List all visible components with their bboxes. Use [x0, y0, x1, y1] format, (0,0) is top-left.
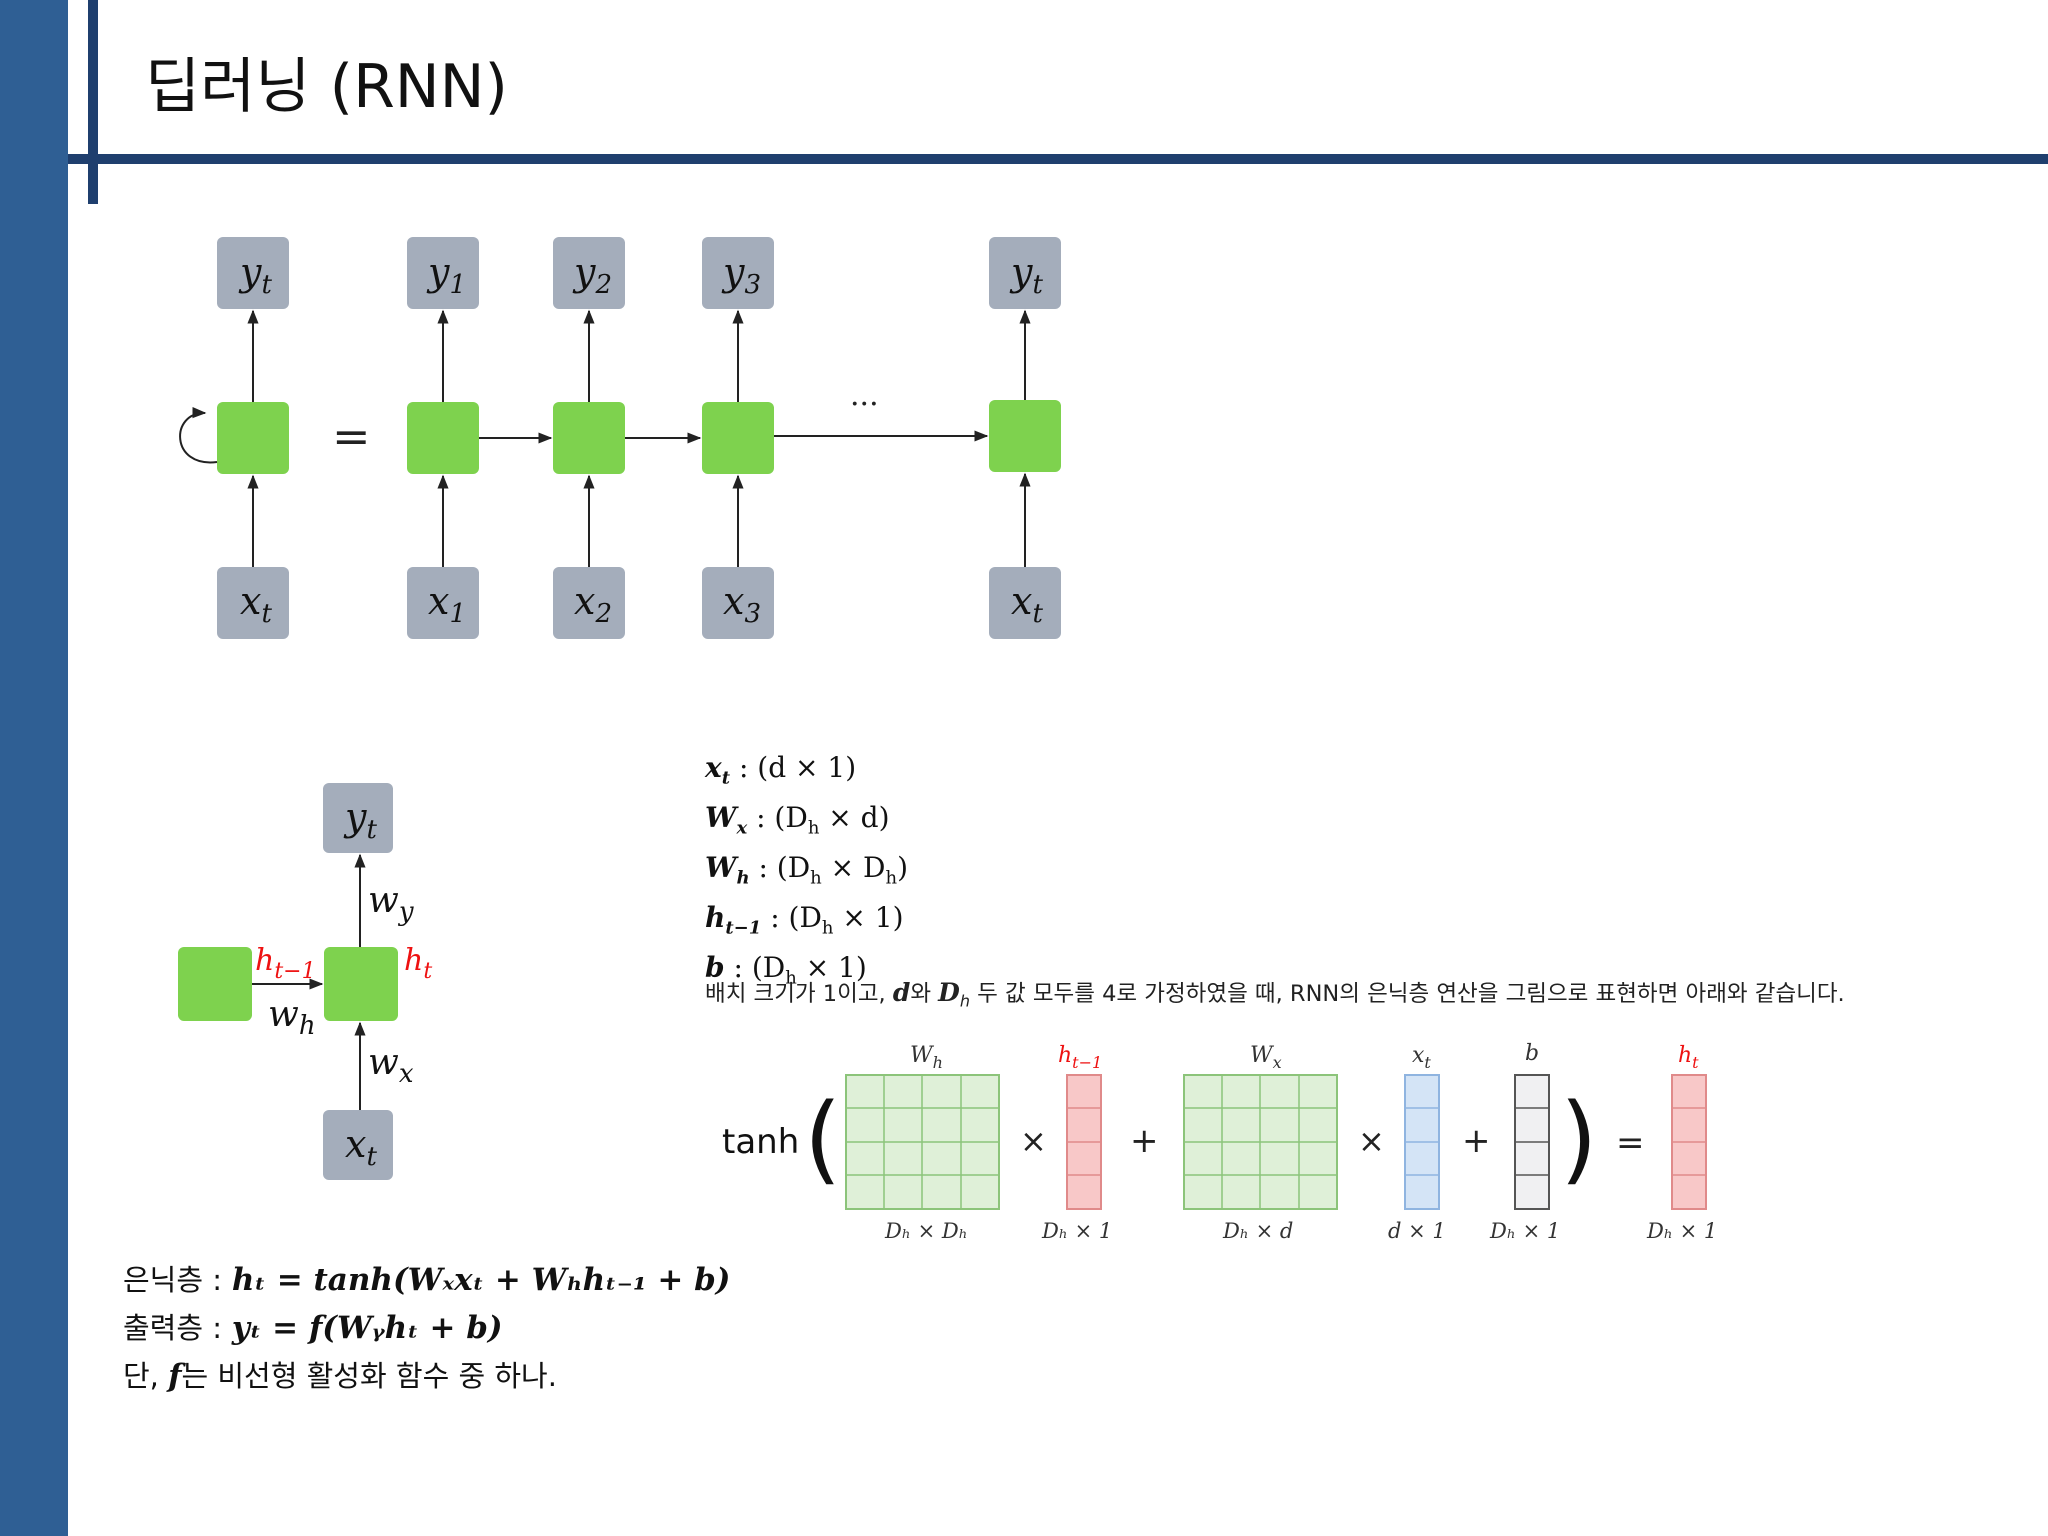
b-label: b [1525, 1041, 1539, 1066]
folded-output-box [217, 237, 289, 309]
def-wx: Wx : (Dh × d) [705, 801, 890, 839]
plus-1: + [1130, 1121, 1159, 1161]
input-box-t [989, 567, 1061, 639]
input-box-3 [702, 567, 774, 639]
output-box-t [989, 237, 1061, 309]
equals-matrix: = [1616, 1123, 1645, 1163]
left-paren: ( [804, 1083, 841, 1195]
recurrent-loop-arrow [179, 407, 218, 464]
plus-2: + [1462, 1121, 1491, 1161]
output-label-2: y2 [572, 250, 612, 300]
def-wh: Wh : (Dh × Dh) [705, 851, 909, 889]
output-box-2 [553, 237, 625, 309]
rnn-equations: 은닉층 : hₜ = tanh(Wₓxₜ + Wₕhₜ₋₁ + b) 출력층 :… [123, 1256, 730, 1400]
wh-label: Wh [910, 1043, 943, 1072]
def-b: b : (Dh × 1) [705, 951, 867, 989]
assumption-note: 배치 크기가 1이고, d와 Dh 두 값 모두를 4로 가정하였을 때, RN… [705, 978, 1845, 1011]
tanh-label: tanh [722, 1122, 799, 1162]
wh-dim: Dₕ × Dₕ [884, 1219, 968, 1243]
cell-3 [702, 402, 774, 474]
cell-2 [553, 402, 625, 474]
folded-input-label: xt [240, 579, 272, 629]
cell-t [989, 400, 1061, 472]
input-box-1 [407, 567, 479, 639]
weight-wy-label: wy [368, 880, 414, 927]
cell-output-label: yt [343, 795, 377, 845]
cell-input-box [323, 1110, 393, 1180]
cell-output-box [323, 783, 393, 853]
folded-output-label: yt [238, 250, 272, 300]
matrix-operation-diagram: tanh ( Wh Dₕ × Dₕ × ht−1 Dₕ × 1 + Wx Dₕ … [722, 1041, 1717, 1243]
unrolled-sequence: y1 y2 y3 yt x1 x2 x3 xt ··· [407, 237, 1061, 639]
input-box-2 [553, 567, 625, 639]
output-box-3 [702, 237, 774, 309]
current-cell [324, 947, 398, 1021]
wx-label: Wx [1250, 1043, 1282, 1072]
b-dim: Dₕ × 1 [1489, 1219, 1560, 1243]
h-current-label: ht [404, 943, 432, 984]
hidden-layer-equation: 은닉층 : hₜ = tanh(Wₓxₜ + Wₕhₜ₋₁ + b) [123, 1262, 731, 1298]
rnn-cell-diagram: yt xt wy wh wx ht−1 ht [178, 783, 432, 1180]
h-prev-label: ht−1 [255, 943, 316, 984]
right-paren: ) [1560, 1083, 1597, 1195]
xt-label: xt [1412, 1043, 1431, 1072]
equals-sign: = [332, 409, 371, 463]
weight-wx-label: wx [368, 1042, 414, 1089]
output-label-t: yt [1009, 250, 1043, 300]
ht-label: ht [1678, 1043, 1699, 1072]
ellipsis: ··· [850, 387, 879, 422]
output-box-1 [407, 237, 479, 309]
activation-note: 단, f는 비선형 활성화 함수 중 하나. [123, 1358, 557, 1394]
page-title: 딥러닝 (RNN) [145, 52, 508, 122]
folded-input-box [217, 567, 289, 639]
h-prev-matrix-label: ht−1 [1058, 1043, 1102, 1072]
dimension-definitions: xt : (d × 1) Wx : (Dh × d) Wh : (Dh × Dh… [705, 748, 908, 998]
output-label-3: y3 [721, 250, 761, 300]
times-2: × [1358, 1122, 1385, 1160]
ht-dim: Dₕ × 1 [1646, 1219, 1717, 1243]
title-horizontal-rule [68, 154, 2048, 164]
def-hprev: ht−1 : (Dh × 1) [705, 901, 904, 939]
folded-cell [217, 402, 289, 474]
input-label-t: xt [1011, 579, 1043, 629]
times-1: × [1020, 1122, 1047, 1160]
def-xt: xt : (d × 1) [705, 751, 857, 789]
folded-rnn: yt xt [179, 237, 289, 639]
cell-input-label: xt [345, 1122, 377, 1172]
h-prev-dim: Dₕ × 1 [1041, 1219, 1112, 1243]
prev-cell [178, 947, 252, 1021]
xt-dim: d × 1 [1388, 1219, 1446, 1243]
input-label-2: x2 [574, 579, 612, 629]
slide-sidebar [0, 0, 68, 1536]
output-layer-equation: 출력층 : yₜ = f(Wᵧhₜ + b) [123, 1310, 503, 1346]
input-label-3: x3 [723, 579, 761, 629]
weight-wh-label: wh [268, 994, 316, 1041]
output-label-1: y1 [426, 250, 466, 300]
input-label-1: x1 [428, 579, 466, 629]
title-vertical-rule [88, 0, 98, 204]
wx-dim: Dₕ × d [1222, 1219, 1293, 1243]
cell-1 [407, 402, 479, 474]
